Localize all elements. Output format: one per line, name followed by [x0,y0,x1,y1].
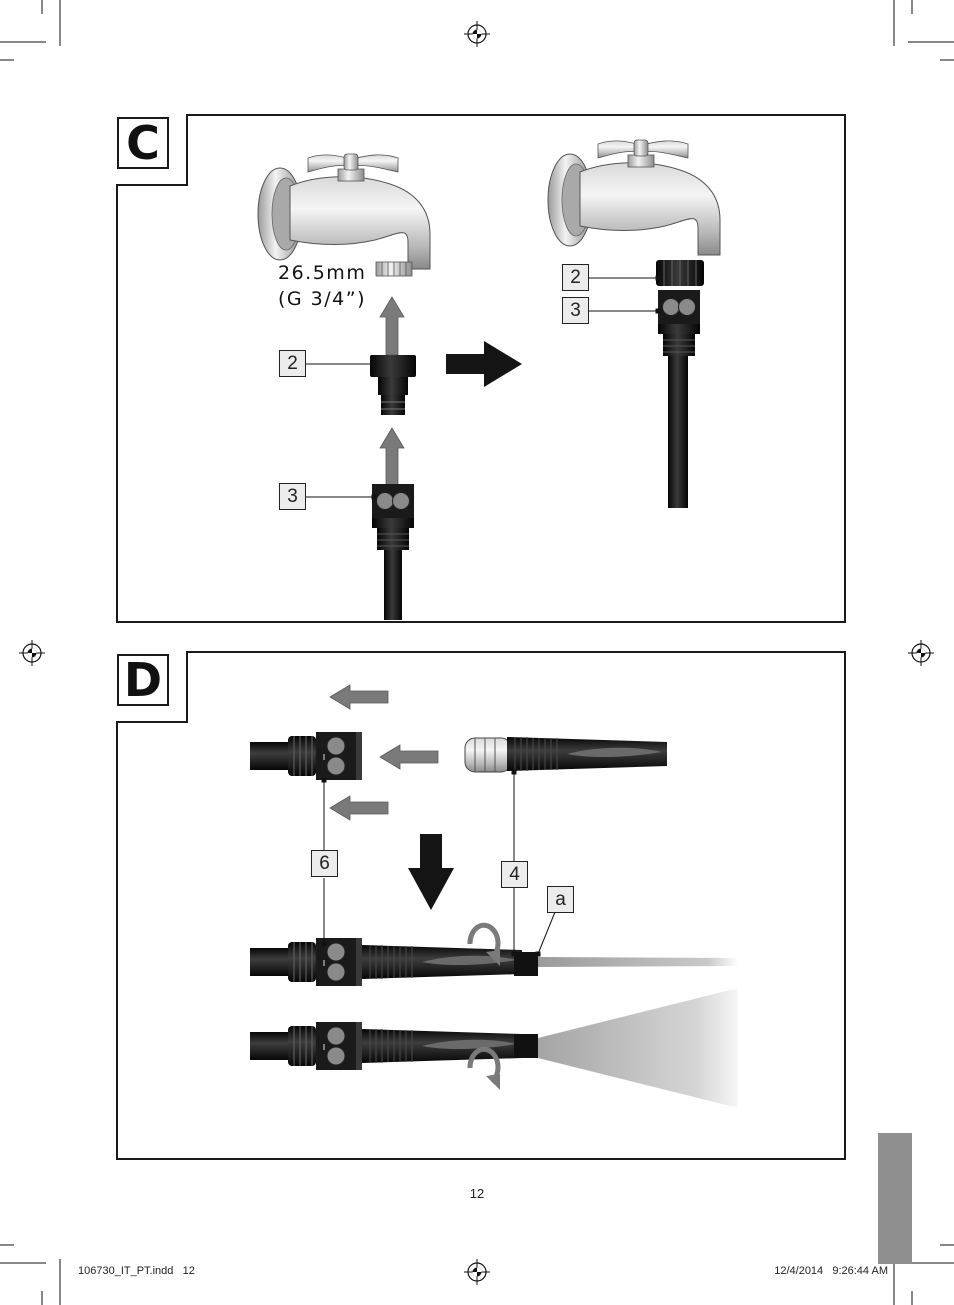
tap-thread [375,261,413,277]
hose [668,356,688,508]
thread-size-label: 26.5mm [278,262,367,284]
footer-timestamp: 12/4/2014 9:26:44 AM [774,1265,888,1277]
leader-lines [321,769,556,957]
water-spray [538,988,738,1108]
callout-3-assembled-connector: 3 [562,297,589,324]
panel-c-frame [116,114,846,623]
callout-a-nozzle-tip: a [547,886,574,913]
callout-2-tap-adapter: 2 [279,350,306,377]
nozzle-tip [514,1034,538,1058]
registration-target-icon [463,20,491,48]
callout-3-hose-connector: 3 [279,483,306,510]
registration-target-icon [18,639,46,667]
hose [384,550,402,620]
registration-target-icon [907,639,935,667]
thread-standard-label: (G 3/4”) [278,288,367,310]
assembled-connector [656,260,704,286]
language-side-tab [878,1133,912,1264]
spray-nozzle-icon [464,737,512,773]
registration-target-icon [463,1258,491,1286]
arrow-right-icon [446,341,522,387]
footer-file-slug: 106730_IT_PT.indd 12 [78,1265,195,1277]
nozzle-tip [514,952,538,976]
panel-d-frame [116,651,846,1160]
callout-4-nozzle: 4 [501,861,528,888]
panel-d-tag: D [117,654,169,706]
panel-c-tag: C [117,117,169,169]
water-jet [538,957,738,967]
leader-lines [306,275,661,500]
callout-2-assembled-adapter: 2 [562,264,589,291]
page-number: 12 [469,1186,485,1201]
callout-6-connector: 6 [311,850,338,877]
arrow-down-icon [408,834,454,910]
tap-adapter-icon [370,355,416,415]
